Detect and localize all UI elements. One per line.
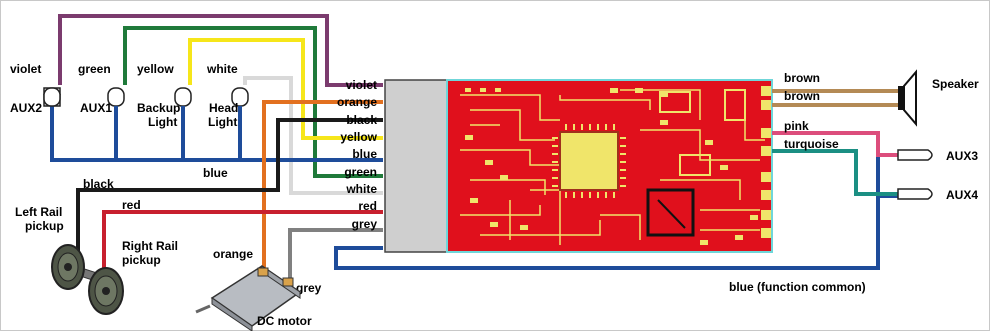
pin-label-violet: violet bbox=[346, 78, 377, 92]
pin-label-orange: orange bbox=[337, 95, 377, 109]
pin-label-grey: grey bbox=[352, 217, 378, 231]
label-grey-motor: grey bbox=[296, 281, 322, 295]
label-left-rail-1: Left Rail bbox=[15, 205, 62, 219]
wire-grey bbox=[288, 228, 383, 278]
wire-violet bbox=[58, 14, 383, 87]
label-orange-motor: orange bbox=[213, 247, 253, 261]
label-pink: pink bbox=[784, 119, 809, 133]
label-left-rail-2: pickup bbox=[25, 219, 64, 233]
label-head-line1: Head bbox=[209, 101, 238, 115]
pin-label-yellow: yellow bbox=[340, 130, 377, 144]
wire-turquoise bbox=[772, 149, 898, 196]
decoder-connector bbox=[384, 79, 449, 253]
wheelset bbox=[51, 244, 124, 315]
label-right-rail-2: pickup bbox=[122, 253, 161, 267]
label-red-track: red bbox=[122, 198, 141, 212]
label-head-line2: Light bbox=[208, 115, 237, 129]
pin-label-blue: blue bbox=[352, 147, 377, 161]
dc-motor bbox=[195, 265, 302, 331]
label-white-head: white bbox=[206, 62, 238, 76]
label-aux4: AUX4 bbox=[946, 188, 978, 202]
label-aux1: AUX1 bbox=[80, 101, 112, 115]
wire-pink bbox=[772, 131, 898, 157]
lamp-backup bbox=[174, 87, 192, 120]
label-right-rail-1: Right Rail bbox=[122, 239, 178, 253]
right-wheel bbox=[88, 267, 124, 315]
label-black-track: black bbox=[83, 177, 114, 191]
lamp-head bbox=[231, 87, 249, 120]
label-green-aux1: green bbox=[78, 62, 111, 76]
wire-yellow bbox=[188, 38, 383, 140]
label-blue-common: blue (function common) bbox=[729, 280, 866, 294]
label-aux3: AUX3 bbox=[946, 149, 978, 163]
lamp-aux3 bbox=[897, 149, 933, 161]
label-backup-line1: Backup bbox=[137, 101, 180, 115]
connector-pin-labels: violet orange black yellow blue green wh… bbox=[337, 78, 378, 231]
label-dc-motor: DC motor bbox=[257, 314, 312, 328]
lamp-aux2-bulb bbox=[43, 87, 61, 107]
pin-label-red: red bbox=[358, 199, 377, 213]
label-speaker: Speaker bbox=[932, 77, 979, 91]
wire-red bbox=[102, 210, 383, 278]
label-backup-line2: Light bbox=[148, 115, 177, 129]
decoder-pcb bbox=[446, 79, 773, 253]
label-violet-aux2: violet bbox=[10, 62, 41, 76]
left-wheel bbox=[51, 244, 85, 290]
wire-white bbox=[243, 76, 383, 195]
pin-label-white: white bbox=[345, 182, 377, 196]
speaker-icon bbox=[898, 69, 917, 127]
pin-label-black: black bbox=[346, 113, 377, 127]
label-yellow-backup: yellow bbox=[137, 62, 174, 76]
wire-blue-left bbox=[50, 120, 383, 162]
wire-green bbox=[123, 26, 383, 178]
label-aux2: AUX2 bbox=[10, 101, 42, 115]
pin-label-green: green bbox=[344, 165, 377, 179]
lamp-aux1 bbox=[107, 87, 125, 120]
wire-black bbox=[76, 118, 383, 252]
label-turquoise: turquoise bbox=[784, 137, 839, 151]
wire-blue-common bbox=[334, 156, 880, 270]
label-brown-1: brown bbox=[784, 71, 820, 85]
label-brown-2: brown bbox=[784, 89, 820, 103]
lamp-aux4 bbox=[897, 188, 933, 200]
label-blue-left: blue bbox=[203, 166, 228, 180]
